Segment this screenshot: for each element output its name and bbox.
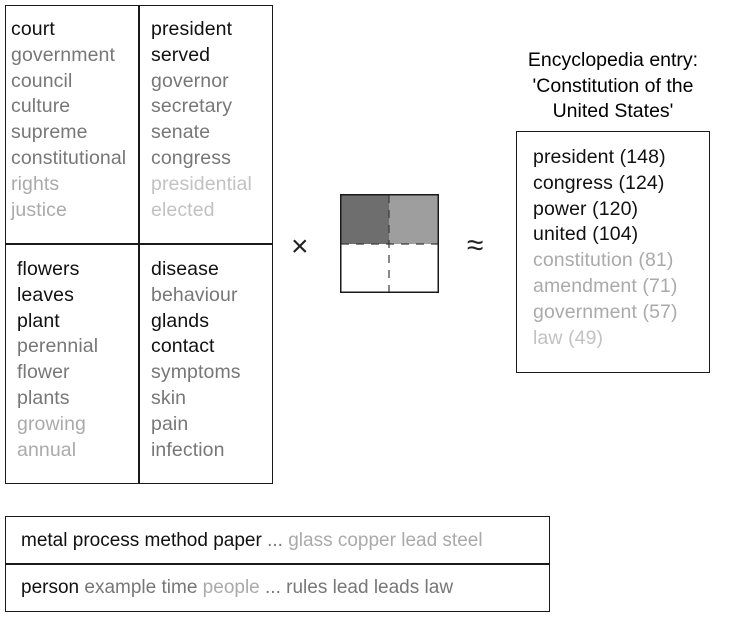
entry-word-count: congress (124) — [533, 171, 665, 194]
entry-title-line: Encyclopedia entry: — [527, 49, 699, 71]
row-word: metal — [21, 530, 68, 551]
topic-word: behaviour — [151, 283, 238, 306]
row-word: copper — [332, 530, 396, 551]
topic-word: pain — [151, 412, 189, 435]
bottom-row-metal: metal process method paper ... glass cop… — [21, 530, 483, 552]
matrix-border — [340, 194, 439, 293]
topic-list-disease: disease behaviour glands contact symptom… — [151, 257, 241, 463]
row-word: leads — [368, 577, 420, 598]
entry-word-count: government (57) — [533, 300, 678, 323]
row-word: person — [21, 577, 80, 598]
row-word: time — [156, 577, 198, 598]
topic-word: government — [11, 43, 115, 66]
row-word: paper — [207, 530, 262, 551]
matrix-cell-bottom-left — [341, 244, 389, 292]
topic-word: rights — [11, 172, 60, 195]
topic-word: president — [151, 18, 233, 40]
topic-list-flowers: flowers leaves plant perennial flower pl… — [17, 257, 98, 463]
matrix-cell-top-right — [389, 195, 438, 244]
entry-word-count: amendment (71) — [533, 274, 678, 297]
topic-word: presidential — [151, 172, 252, 195]
topic-word: plants — [17, 386, 70, 409]
topic-list-court: court government council culture supreme… — [11, 17, 126, 223]
entry-title: Encyclopedia entry: 'Constitution of the… — [503, 48, 723, 125]
row-word: ... — [259, 577, 281, 598]
row-word: people — [197, 577, 260, 598]
entry-word-count: power (120) — [533, 197, 639, 220]
entry-word-count: law (49) — [533, 326, 604, 349]
row-word: example — [79, 577, 157, 598]
row-word: lead — [395, 530, 438, 551]
entry-word-box — [516, 131, 710, 373]
bottom-rows-divider — [5, 563, 550, 565]
matrix-cell-top-left — [341, 195, 389, 244]
topic-word: culture — [11, 95, 71, 118]
entry-word-list: president (148) congress (124) power (12… — [533, 145, 678, 351]
topic-word: flower — [17, 361, 70, 384]
weight-matrix — [340, 194, 439, 293]
topic-word: supreme — [11, 121, 88, 144]
topic-word: annual — [17, 438, 77, 461]
topic-word: elected — [151, 198, 215, 221]
row-word: steel — [437, 530, 483, 551]
topic-word: council — [11, 69, 73, 92]
topic-word: flowers — [17, 258, 80, 280]
topic-word: glands — [151, 309, 210, 332]
topic-word: leaves — [17, 283, 74, 306]
topic-word: congress — [151, 146, 231, 169]
topic-word: disease — [151, 258, 219, 280]
topic-word: secretary — [151, 95, 233, 118]
row-word: lead — [327, 577, 369, 598]
entry-word-count: united (104) — [533, 223, 639, 246]
approx-operator: ≈ — [467, 229, 484, 262]
row-word: ... — [261, 530, 283, 551]
topic-list-president: president served governor secretary sena… — [151, 17, 252, 223]
topic-word: served — [151, 43, 211, 66]
entry-word-count: constitution (81) — [533, 249, 674, 272]
row-word: law — [419, 577, 454, 598]
entry-title-line: United States' — [552, 100, 674, 122]
entry-word-count: president (148) — [533, 146, 666, 168]
topic-grid-horizontal-divider — [5, 243, 273, 245]
bottom-row-person: person example time people ... rules lea… — [21, 577, 453, 599]
topic-word: growing — [17, 412, 86, 435]
row-word: rules — [280, 577, 328, 598]
topic-word: infection — [151, 438, 225, 461]
matrix-cell-bottom-right — [389, 244, 438, 292]
topic-word: perennial — [17, 335, 99, 358]
row-word: method — [139, 530, 208, 551]
topic-word: contact — [151, 335, 215, 358]
topic-grid-vertical-divider — [138, 5, 140, 484]
topic-word: plant — [17, 309, 60, 332]
times-operator: × — [291, 230, 309, 263]
topic-word: skin — [151, 386, 187, 409]
topic-word: governor — [151, 69, 229, 92]
topic-word: senate — [151, 121, 211, 144]
topic-word: constitutional — [11, 146, 127, 169]
topic-word: court — [11, 18, 55, 40]
row-word: glass — [282, 530, 333, 551]
entry-title-line: 'Constitution of the — [532, 74, 694, 97]
row-word: process — [67, 530, 140, 551]
topic-word: justice — [11, 198, 67, 221]
topic-word: symptoms — [151, 361, 241, 384]
